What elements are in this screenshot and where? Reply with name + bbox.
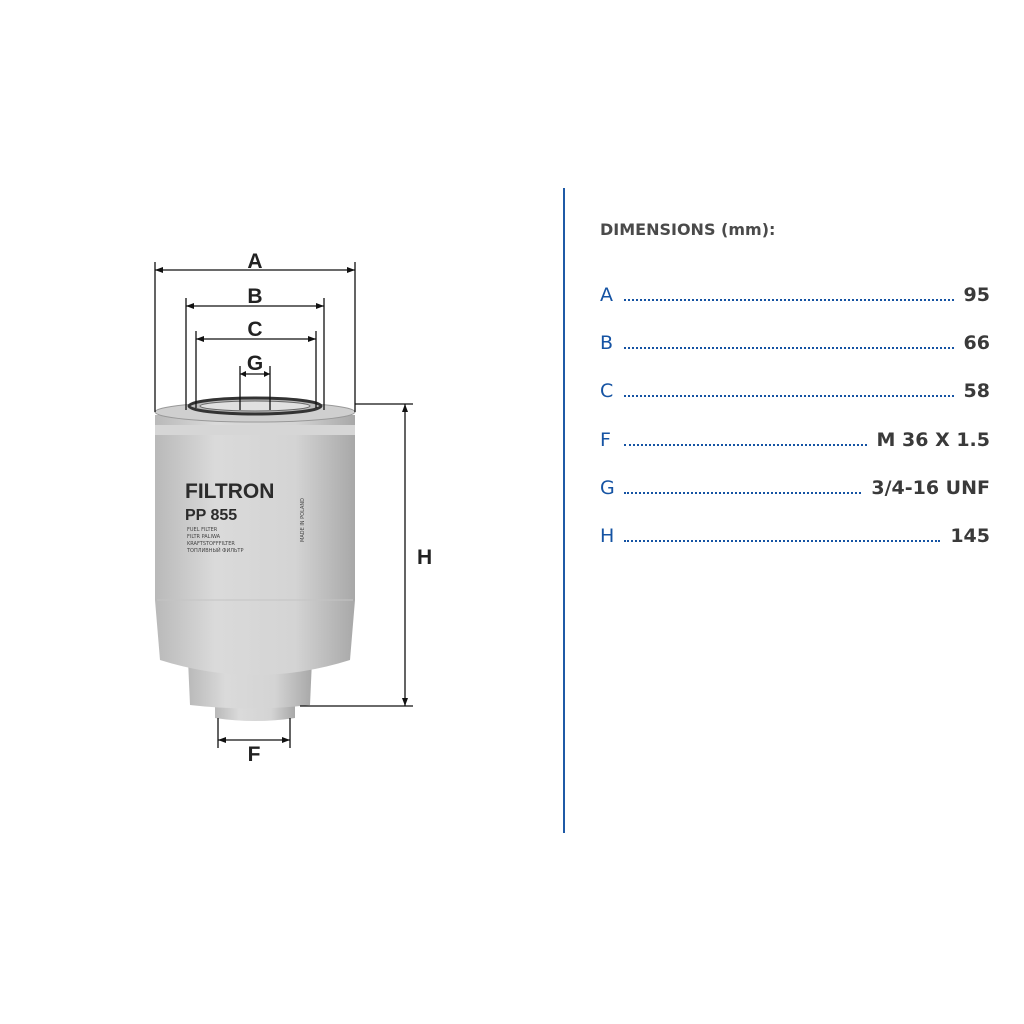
desc-line: FILTR PALIWA: [187, 534, 221, 540]
dotted-leader: [624, 540, 941, 542]
dimension-row-f: F M 36 X 1.5: [600, 425, 990, 451]
dimension-key: F: [600, 429, 611, 451]
desc-line: ТОПЛИВНЫЙ ФИЛЬТР: [186, 547, 243, 554]
dimension-row-c: C 58: [600, 376, 990, 402]
brand-logo: FILTRON: [185, 480, 274, 503]
divider: [563, 188, 565, 833]
dimension-key: H: [600, 525, 615, 547]
dimensions-title: DIMENSIONS (mm):: [600, 220, 776, 239]
dimension-value: 66: [963, 332, 990, 354]
desc-line: FUEL FILTER: [187, 527, 218, 533]
dim-label-h: H: [417, 546, 432, 569]
model-label: PP 855: [185, 507, 237, 524]
dotted-leader: [624, 347, 954, 349]
dim-label-a: A: [247, 250, 262, 273]
dimension-key: A: [600, 284, 613, 306]
dimension-key: C: [600, 380, 614, 402]
dim-label-c: C: [247, 318, 262, 341]
dotted-leader: [624, 299, 954, 301]
dimension-value: M 36 X 1.5: [876, 429, 991, 451]
dotted-leader: [624, 395, 954, 397]
dotted-leader: [624, 444, 867, 446]
dimension-arrows: [155, 267, 408, 743]
dimension-value: 58: [963, 380, 990, 402]
desc-line: KRAFTSTOFFFILTER: [187, 541, 235, 547]
dimension-key: B: [600, 332, 614, 354]
dotted-leader: [624, 492, 862, 494]
dim-label-g: G: [247, 352, 263, 375]
dimension-row-b: B 66: [600, 328, 990, 354]
dimension-lines: [154, 262, 413, 748]
dim-label-b: B: [247, 285, 262, 308]
origin-label: MADE IN POLAND: [300, 498, 306, 542]
dimension-value: 145: [950, 525, 990, 547]
dimension-key: G: [600, 477, 615, 499]
dimension-row-a: A 95: [600, 280, 990, 306]
filter-body: [154, 396, 356, 721]
dimension-value: 95: [963, 284, 990, 306]
filter-technical-drawing: FILTRON PP 855 FUEL FILTER FILTR PALIWA …: [154, 250, 432, 766]
dimension-value: 3/4-16 UNF: [871, 477, 990, 499]
dimension-row-h: H 145: [600, 521, 990, 547]
dim-label-f: F: [248, 743, 261, 766]
dimension-row-g: G 3/4-16 UNF: [600, 473, 990, 499]
